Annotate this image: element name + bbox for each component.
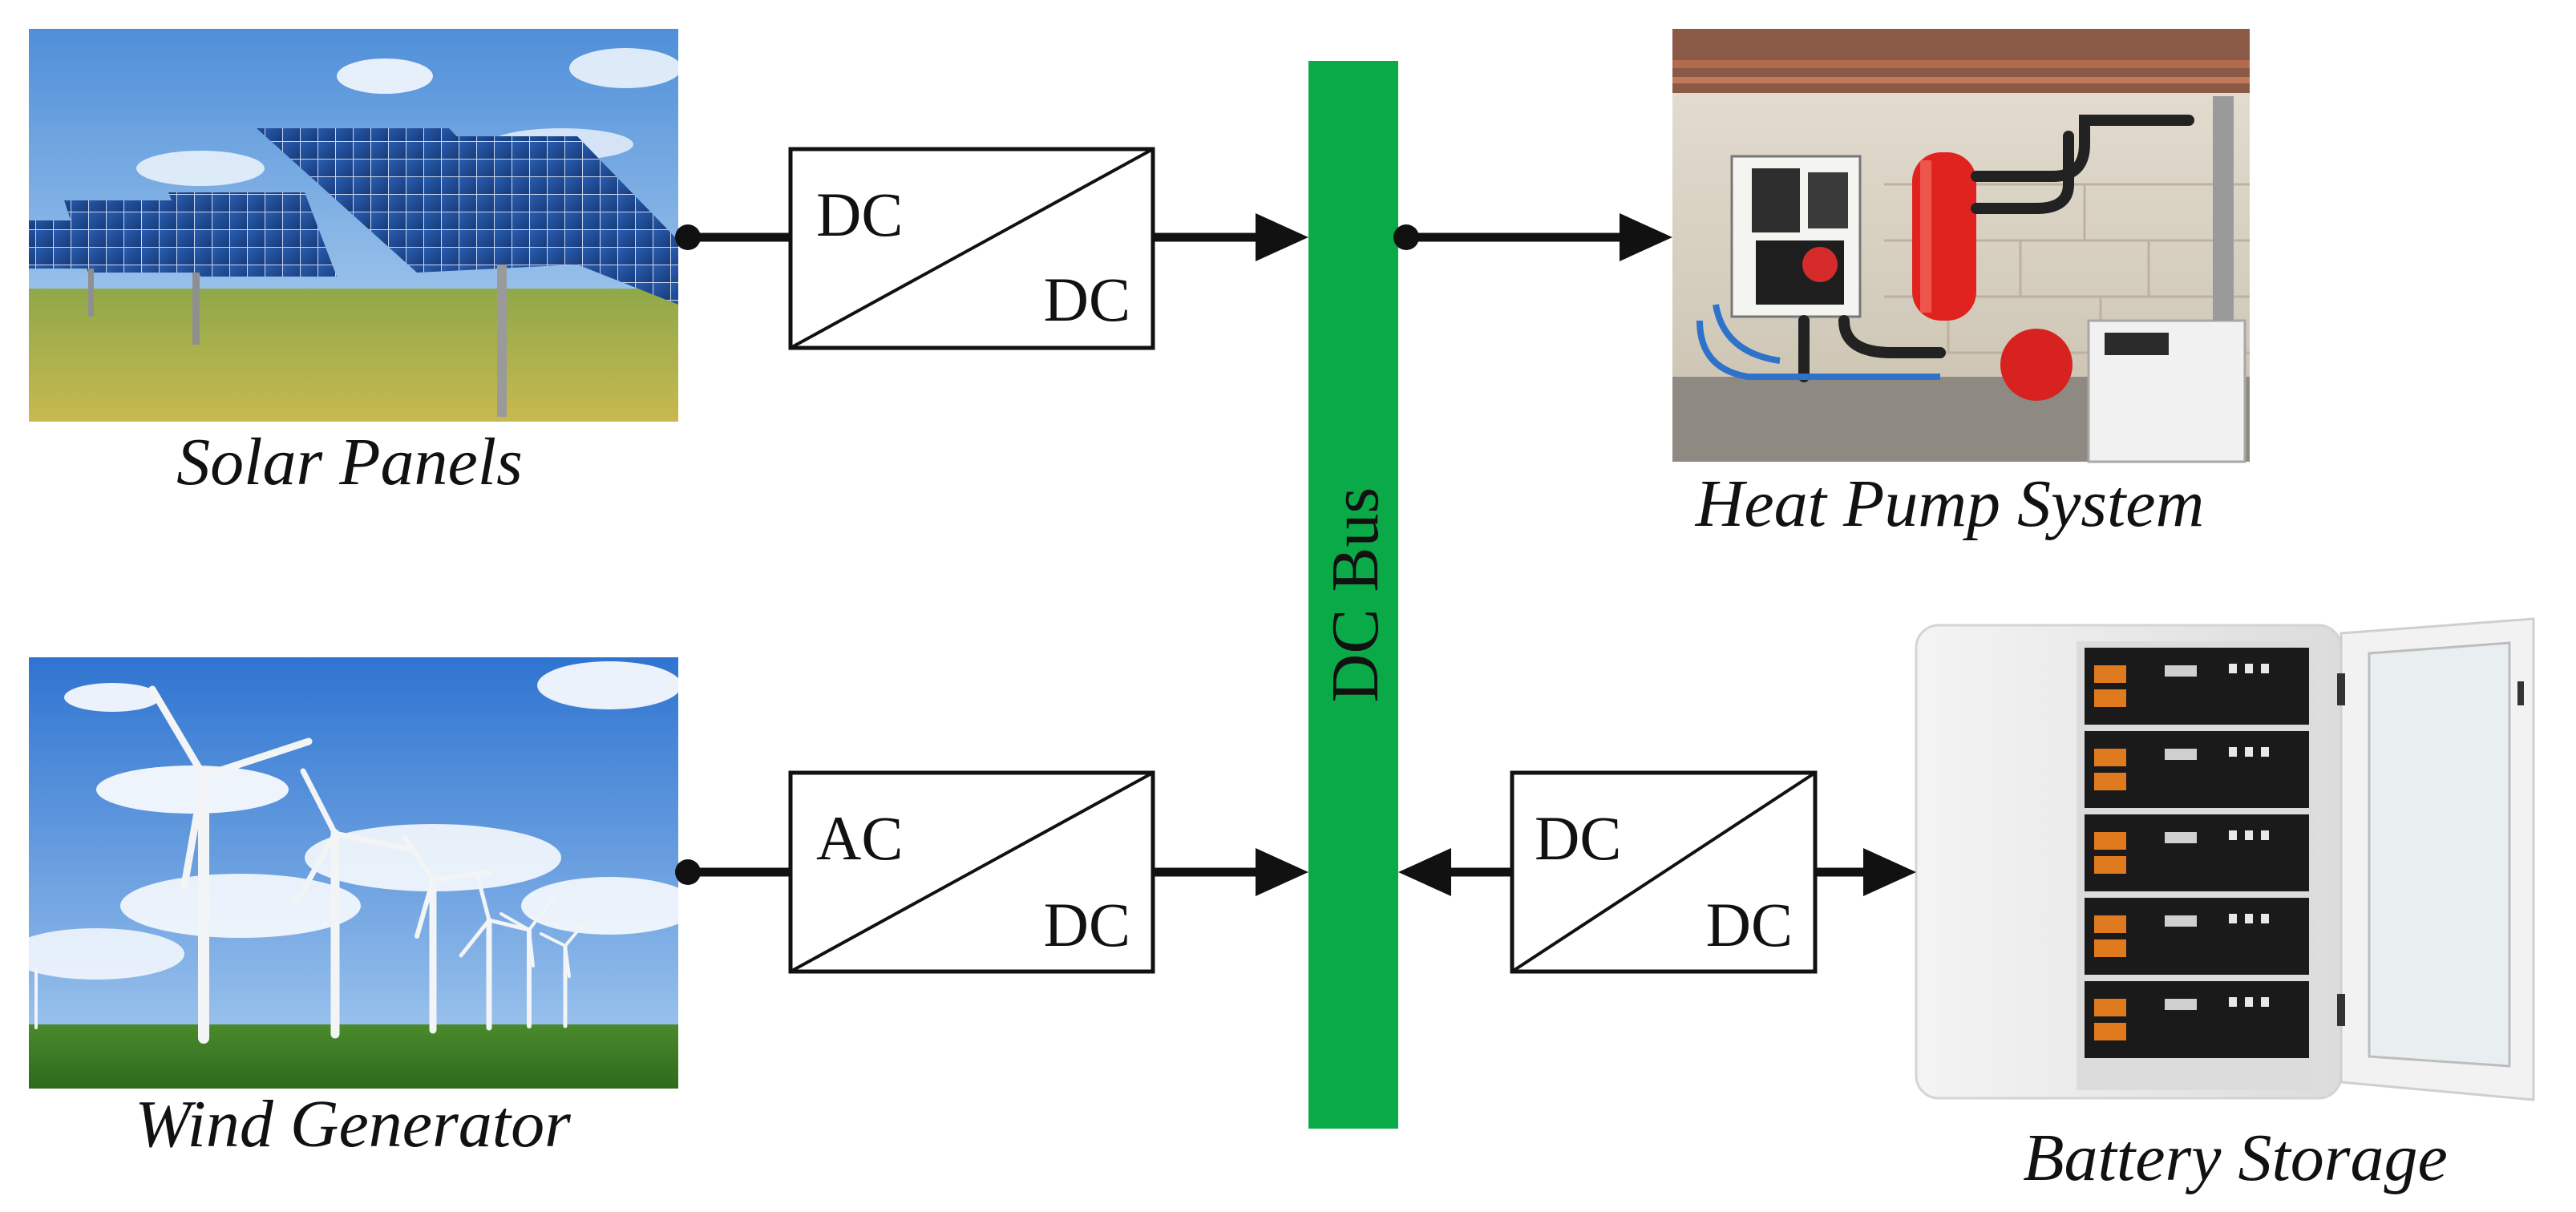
wind-acdc-converter: AC DC bbox=[788, 770, 1155, 974]
heat-pump-photo-icon bbox=[1672, 29, 2250, 463]
battery-caption: Battery Storage bbox=[2023, 1121, 2448, 1195]
converter-output-label: DC bbox=[1044, 265, 1130, 334]
battery-cabinet-photo-icon bbox=[1915, 617, 2535, 1101]
wind-to-converter-link bbox=[675, 859, 791, 885]
solar-to-converter-link bbox=[675, 224, 791, 250]
wind-turbine-photo-icon bbox=[8, 657, 698, 1089]
dc-bus-bar bbox=[1308, 61, 1398, 1129]
dc-bus-label: DC Bus bbox=[1318, 487, 1393, 702]
solar-panel-photo-icon bbox=[29, 29, 681, 422]
converter-input-label: DC bbox=[816, 180, 903, 249]
solar-dcdc-converter: DC DC bbox=[788, 147, 1155, 350]
bus-to-heat-pump-arrow bbox=[1393, 213, 1672, 261]
converter-input-label: AC bbox=[816, 803, 903, 873]
battery-converter-to-bus-arrow bbox=[1398, 848, 1512, 896]
converter-output-label: DC bbox=[1044, 890, 1130, 960]
solar-converter-to-bus-arrow bbox=[1153, 213, 1308, 261]
wind-caption: Wind Generator bbox=[135, 1087, 571, 1162]
battery-converter-to-storage-arrow bbox=[1815, 848, 1916, 896]
solar-caption: Solar Panels bbox=[176, 425, 523, 499]
converter-input-label: DC bbox=[1535, 803, 1621, 873]
wind-converter-to-bus-arrow bbox=[1153, 848, 1308, 896]
heat-pump-caption: Heat Pump System bbox=[1695, 467, 2205, 541]
converter-output-label: DC bbox=[1706, 890, 1793, 960]
battery-dcdc-converter: DC DC bbox=[1510, 770, 1818, 974]
